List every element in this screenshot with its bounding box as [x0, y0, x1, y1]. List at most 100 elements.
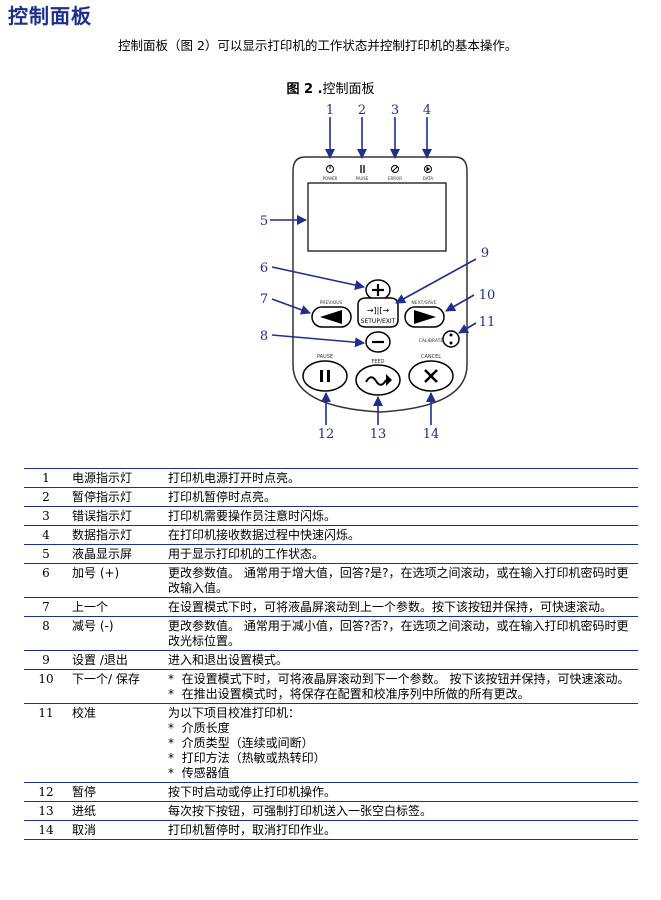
row-name: 设置 /退出 — [68, 650, 164, 670]
callout-5: 5 — [260, 214, 268, 229]
callout-6: 6 — [260, 261, 268, 276]
indicator-label-power: POWER — [323, 176, 338, 181]
row-description: 为以下项目校准打印机：* 介质长度* 介质类型（连续或间断）* 打印方法（热敏或… — [164, 703, 638, 783]
callout-7: 7 — [260, 292, 268, 307]
description-bullet: * 介质长度 — [168, 721, 230, 735]
row-number: 5 — [24, 544, 68, 564]
row-name: 暂停 — [68, 782, 164, 802]
row-description: 打印机需要操作员注意时闪烁。 — [164, 506, 638, 526]
row-description: 更改参数值。 通常用于减小值，回答?否?，在选项之间滚动，或在输入打印机密码时更… — [164, 616, 638, 651]
description-bullet: * 在推出设置模式时，将保存在配置和校准序列中所做的所有更改。 — [168, 687, 530, 701]
next-save-button — [404, 306, 445, 328]
row-name: 暂停指示灯 — [68, 487, 164, 507]
row-name: 电源指示灯 — [68, 468, 164, 488]
intro-text: 控制面板（图 2）可以显示打印机的工作状态并控制打印机的基本操作。 — [118, 38, 518, 53]
description-text: 按下时启动或停止打印机操作。 — [168, 785, 337, 799]
row-description: 在打印机接收数据过程中快速闪烁。 — [164, 525, 638, 545]
description-text: 打印机暂停时，取消打印作业。 — [168, 823, 337, 837]
row-description: 打印机电源打开时点亮。 — [164, 468, 638, 488]
setup-exit-button: →]|[→ SETUP/EXIT — [357, 297, 399, 328]
cancel-label: CANCEL — [421, 354, 441, 360]
row-name: 下一个/ 保存 — [68, 669, 164, 704]
page-title: 控制面板 — [8, 4, 92, 28]
row-number: 4 — [24, 525, 68, 545]
row-number: 8 — [24, 616, 68, 651]
svg-text:→]|[→: →]|[→ — [367, 306, 390, 315]
row-name: 加号 (+) — [68, 563, 164, 598]
next-save-label: NEXT/SAVE — [411, 300, 436, 306]
row-number: 6 — [24, 563, 68, 598]
row-number: 12 — [24, 782, 68, 802]
row-description: * 在设置模式下时，可将液晶屏滚动到下一个参数。 按下该按钮并保持，可快速滚动。… — [164, 669, 638, 704]
minus-button — [365, 331, 391, 353]
description-bullet: * 传感器值 — [168, 766, 230, 780]
row-description: 打印机暂停时，取消打印作业。 — [164, 820, 638, 840]
callout-11: 11 — [479, 315, 496, 330]
figure-caption: 图 2 .控制面板 — [0, 78, 661, 97]
callout-2: 2 — [358, 103, 366, 118]
callout-1: 1 — [326, 103, 334, 118]
row-description: 更改参数值。 通常用于增大值，回答?是?，在选项之间滚动，或在输入打印机密码时更… — [164, 563, 638, 598]
calibrate-button — [442, 330, 460, 348]
callout-13: 13 — [370, 427, 387, 442]
row-description: 打印机暂停时点亮。 — [164, 487, 638, 507]
row-name: 错误指示灯 — [68, 506, 164, 526]
previous-button — [311, 306, 352, 328]
description-text: 在设置模式下时，可将液晶屏滚动到上一个参数。按下该按钮并保持，可快速滚动。 — [168, 600, 613, 614]
description-text: 进入和退出设置模式。 — [168, 653, 289, 667]
cancel-button — [408, 360, 454, 392]
description-bullet: * 介质类型（连续或间断） — [168, 736, 314, 750]
row-number: 1 — [24, 468, 68, 488]
lcd-display — [307, 182, 447, 252]
row-number: 13 — [24, 801, 68, 821]
description-text: 更改参数值。 通常用于增大值，回答?是?，在选项之间滚动，或在输入打印机密码时更… — [168, 566, 629, 595]
row-name: 校准 — [68, 703, 164, 783]
row-name: 数据指示灯 — [68, 525, 164, 545]
row-description: 在设置模式下时，可将液晶屏滚动到上一个参数。按下该按钮并保持，可快速滚动。 — [164, 597, 638, 617]
indicator-label-error: ERROR — [388, 176, 402, 181]
row-number: 11 — [24, 703, 68, 783]
row-number: 14 — [24, 820, 68, 840]
description-text: 打印机暂停时点亮。 — [168, 490, 277, 504]
indicator-label-data: DATA — [423, 176, 434, 181]
description-text: 每次按下按钮，可强制打印机送入一张空白标签。 — [168, 804, 433, 818]
description-text: 更改参数值。 通常用于减小值，回答?否?，在选项之间滚动，或在输入打印机密码时更… — [168, 619, 629, 648]
description-text: 在打印机接收数据过程中快速闪烁。 — [168, 528, 361, 542]
previous-label: PREVIOUS — [320, 300, 343, 306]
row-number: 10 — [24, 669, 68, 704]
callout-4: 4 — [423, 103, 431, 118]
row-name: 进纸 — [68, 801, 164, 821]
row-description: 进入和退出设置模式。 — [164, 650, 638, 670]
row-name: 液晶显示屏 — [68, 544, 164, 564]
callout-10: 10 — [479, 288, 496, 303]
row-number: 2 — [24, 487, 68, 507]
power-indicator — [326, 164, 334, 173]
feed-label: FEED — [371, 359, 384, 365]
callout-14: 14 — [423, 427, 440, 442]
control-panel-diagram: POWER PAUSE ERROR DATA →]|[→ SETUP/EXIT … — [260, 103, 496, 442]
setup-exit-label: SETUP/EXIT — [361, 318, 396, 325]
row-name: 取消 — [68, 820, 164, 840]
plus-button — [365, 279, 391, 301]
callout-3: 3 — [391, 103, 399, 118]
row-name: 上一个 — [68, 597, 164, 617]
indicator-label-pause: PAUSE — [356, 176, 369, 181]
pause-indicator — [360, 165, 365, 173]
callout-12: 12 — [318, 427, 335, 442]
pause-button — [302, 360, 348, 392]
description-text: 为以下项目校准打印机： — [168, 706, 301, 720]
description-text: 打印机电源打开时点亮。 — [168, 471, 301, 485]
row-name: 减号 (-) — [68, 616, 164, 651]
callout-9: 9 — [481, 246, 489, 261]
